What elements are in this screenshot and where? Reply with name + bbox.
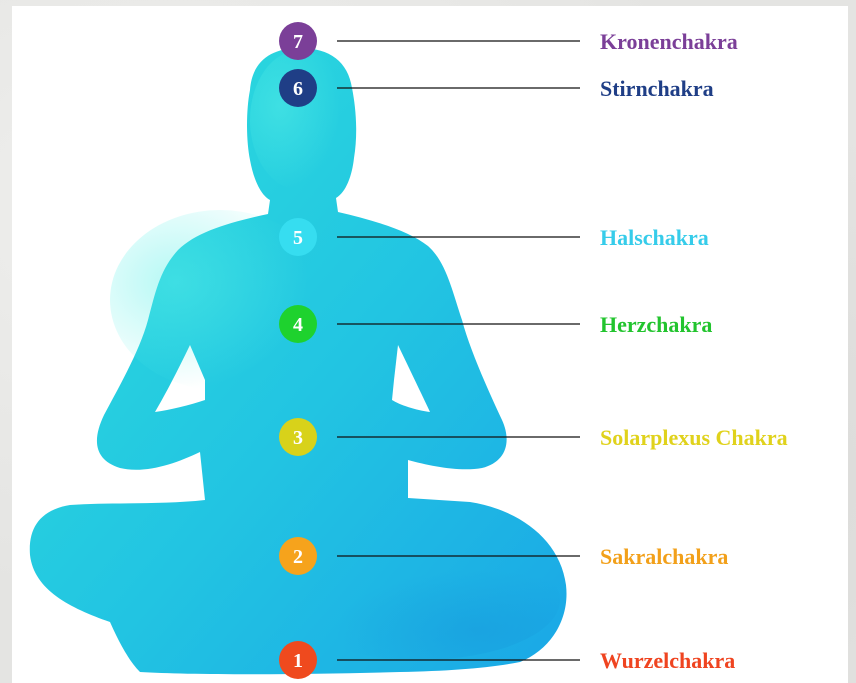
chakra-1-number: 1 xyxy=(293,650,303,672)
chakra-5-label: Halschakra xyxy=(600,225,709,250)
chakra-4-label: Herzchakra xyxy=(600,312,712,337)
chakra-5-number: 5 xyxy=(293,227,303,249)
chakra-7-label: Kronenchakra xyxy=(600,29,738,54)
chakra-1-label: Wurzelchakra xyxy=(600,648,735,673)
chakra-3-label: Solarplexus Chakra xyxy=(600,425,788,450)
chakra-2-number: 2 xyxy=(293,546,303,568)
chakra-6-label: Stirnchakra xyxy=(600,76,714,101)
chakra-3-number: 3 xyxy=(293,427,303,449)
chakra-2-label: Sakralchakra xyxy=(600,544,728,569)
chakra-4-number: 4 xyxy=(293,314,303,336)
chakra-labels: KronenchakraStirnchakraHalschakraHerzcha… xyxy=(600,29,788,673)
chakra-7-number: 7 xyxy=(293,31,303,53)
chakra-6-number: 6 xyxy=(293,78,303,100)
